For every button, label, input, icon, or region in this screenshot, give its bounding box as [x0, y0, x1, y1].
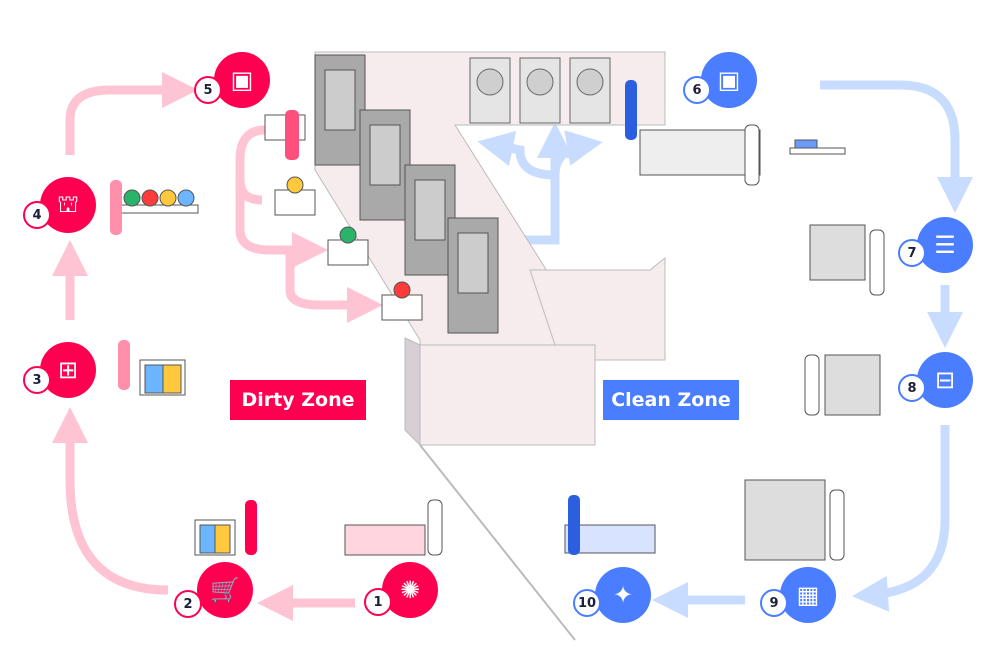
bed-virus-icon: ✺ — [382, 562, 438, 618]
clean-equipment — [564, 129, 881, 561]
dryers — [469, 57, 611, 124]
laundry-cart-icon: 🛒 — [197, 562, 253, 618]
step-number: 6 — [683, 76, 711, 104]
delivery-cart-icon: ⊟ — [917, 352, 973, 408]
dryer-icon: ▣ — [701, 52, 757, 108]
clean-flow-arrows — [477, 80, 973, 618]
step-number: 5 — [194, 76, 222, 104]
washer-extractors — [314, 54, 499, 334]
storage-shelf-icon: ▦ — [780, 567, 836, 623]
step-number: 2 — [174, 590, 202, 618]
step-number: 7 — [898, 239, 926, 267]
step-number: 3 — [23, 366, 51, 394]
step-number: 4 — [23, 201, 51, 229]
step-number: 10 — [573, 589, 601, 617]
washing-machine-icon: ▣ — [214, 52, 270, 108]
folded-linen-icon: ☰ — [917, 217, 973, 273]
step-number: 9 — [760, 589, 788, 617]
laundry-carts — [119, 114, 426, 556]
clean-zone-label: Clean Zone — [603, 380, 739, 420]
workers — [110, 80, 885, 561]
step-number: 1 — [364, 588, 392, 616]
sorting-table-icon: ⛫ — [40, 177, 96, 233]
dirty-flow-arrows — [52, 72, 383, 621]
clean-bed-icon: ✦ — [595, 567, 651, 623]
trolley-icon: ⊞ — [40, 342, 96, 398]
dirty-zone-label: Dirty Zone — [230, 380, 366, 420]
step-number: 8 — [898, 374, 926, 402]
